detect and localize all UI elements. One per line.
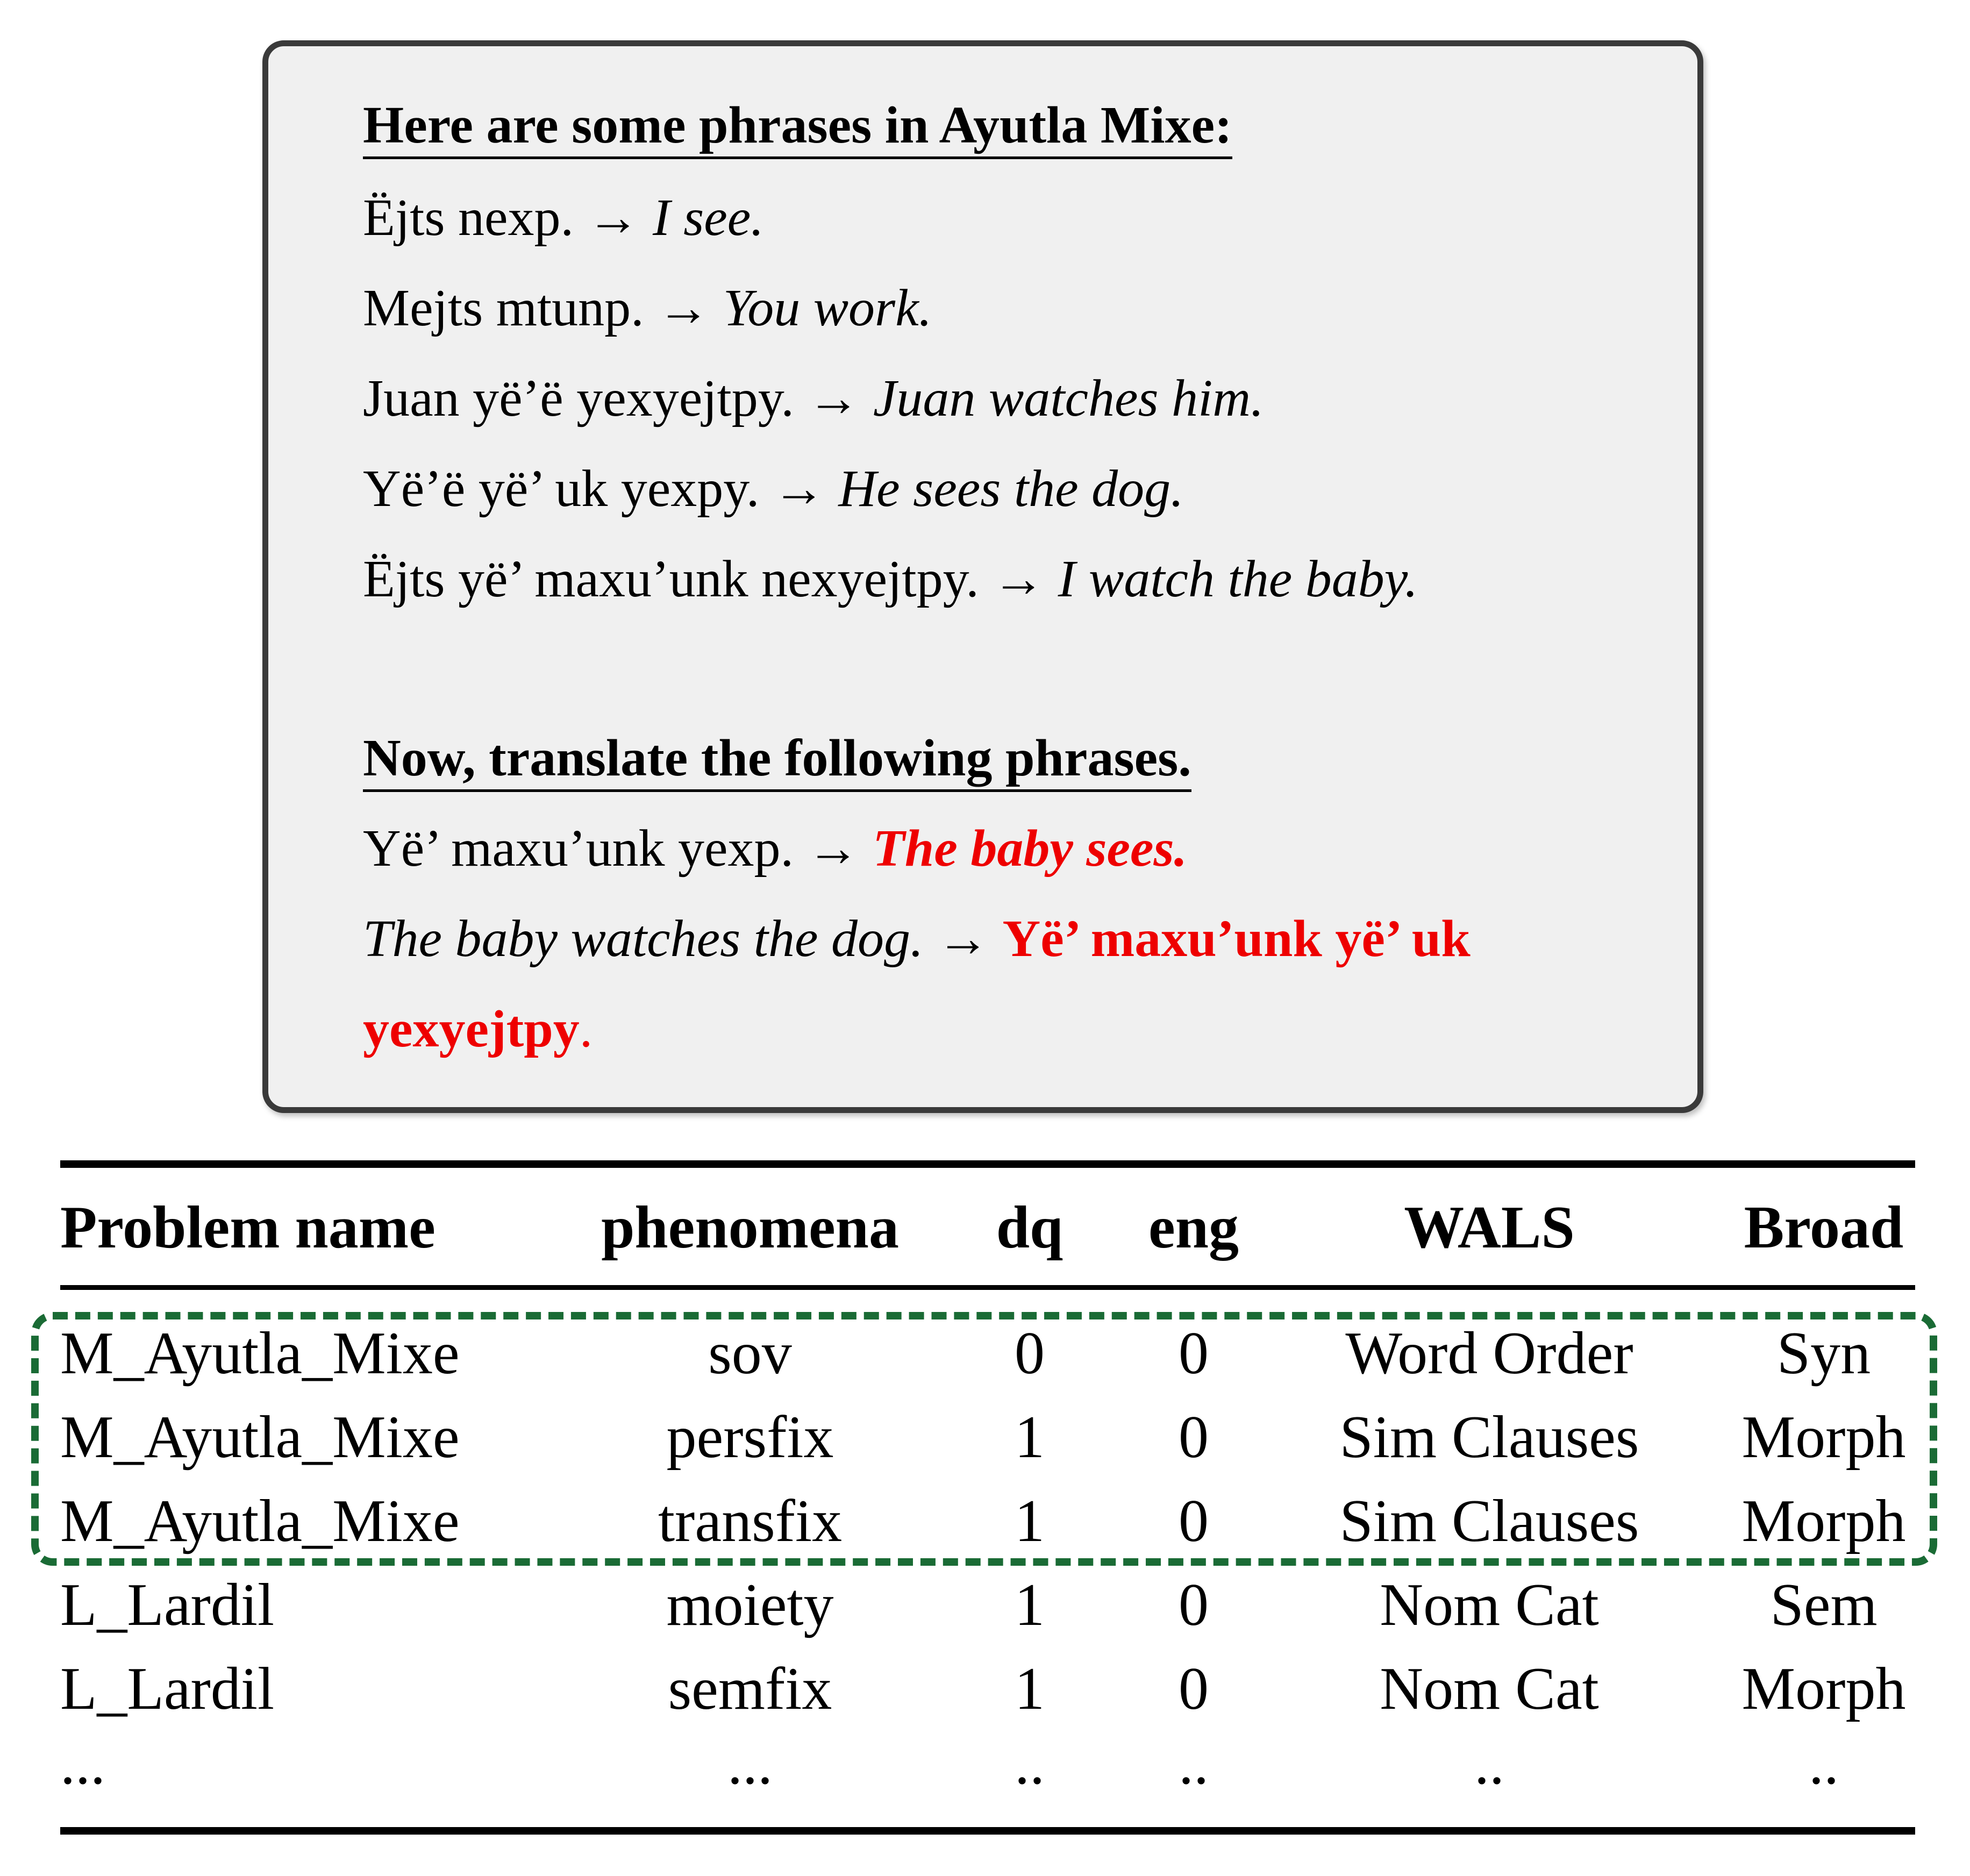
example-source: Juan yë’ë yexyejtpy. (363, 369, 794, 427)
example-line: Ëjts nexp. → I see. (363, 186, 764, 250)
header-phenomena: phenomena (601, 1194, 899, 1261)
table-cell: persfix (666, 1404, 834, 1471)
example-line: Mejts mtunp. → You work. (363, 276, 932, 340)
table-cell: moiety (666, 1572, 834, 1638)
arrow: → (806, 819, 860, 878)
table-cell: ... (60, 1730, 105, 1797)
answer-line: Yë’ maxu’unk yexp. → The baby sees. (363, 816, 1187, 881)
arrow: → (587, 189, 640, 247)
table-cell: 0 (1179, 1572, 1209, 1638)
header-eng: eng (1148, 1194, 1239, 1261)
table-cell: 1 (1015, 1656, 1045, 1722)
table-cell: transfix (658, 1488, 843, 1554)
table-cell: L_Lardil (60, 1572, 275, 1638)
table-cell: 0 (1015, 1320, 1045, 1387)
table-cell: Morph (1741, 1404, 1906, 1471)
table-cell: semfix (668, 1656, 832, 1722)
answer-target: Yë’ maxu’unk yë’ uk (1002, 910, 1471, 968)
table-cell: M_Ayutla_Mixe (60, 1320, 460, 1387)
answer-target: The baby sees. (873, 819, 1188, 878)
header-wals: WALS (1404, 1194, 1575, 1261)
example-source: Mejts mtunp. (363, 279, 644, 337)
table-cell: Word Order (1345, 1320, 1633, 1387)
table-cell: Sim Clauses (1339, 1404, 1639, 1471)
table-cell: 0 (1179, 1404, 1209, 1471)
table-mid-rule (60, 1285, 1915, 1290)
answer-line: The baby watches the dog. → Yë’ maxu’unk… (363, 907, 1471, 971)
example-target: I watch the baby. (1058, 550, 1418, 608)
answer-period: . (579, 1000, 593, 1058)
answer-target: yexyejtpy (363, 1000, 580, 1058)
header-problem-name: Problem name (60, 1194, 436, 1261)
prompt-box (262, 40, 1703, 1113)
table-cell: Nom Cat (1380, 1656, 1599, 1722)
table-cell: L_Lardil (60, 1656, 275, 1722)
translate-heading: Now, translate the following phrases. (363, 726, 1191, 792)
table-cell: Syn (1776, 1320, 1871, 1387)
header-broad: Broad (1744, 1194, 1904, 1261)
example-target: He sees the dog. (838, 460, 1184, 518)
table-cell: 0 (1179, 1488, 1209, 1554)
table-cell: Nom Cat (1380, 1572, 1599, 1638)
example-source: Yë’ë yë’ uk yexpy. (363, 460, 760, 518)
arrow: → (657, 279, 710, 337)
arrow: → (772, 460, 825, 518)
table-cell: Sem (1770, 1572, 1878, 1638)
table-cell: Sim Clauses (1339, 1488, 1639, 1554)
table-cell: 1 (1015, 1572, 1045, 1638)
arrow: → (807, 369, 860, 427)
example-target: I see. (652, 189, 764, 247)
table-bottom-rule (60, 1827, 1915, 1835)
table-cell: M_Ayutla_Mixe (60, 1488, 460, 1554)
table-top-rule (60, 1160, 1915, 1168)
arrow: → (992, 550, 1045, 608)
answer-source: Yë’ maxu’unk yexp. (363, 819, 794, 878)
table-cell: .. (1179, 1730, 1209, 1797)
answer-source: The baby watches the dog. (363, 910, 924, 968)
arrow: → (936, 910, 989, 968)
table-cell: 1 (1015, 1404, 1045, 1471)
example-target: Juan watches him. (873, 369, 1264, 427)
example-line: Ëjts yë’ maxu’unk nexyejtpy. → I watch t… (363, 547, 1418, 611)
table-cell: 1 (1015, 1488, 1045, 1554)
table-cell: Morph (1741, 1656, 1906, 1722)
table-cell: .. (1015, 1730, 1045, 1797)
table-cell: 0 (1179, 1320, 1209, 1387)
table-cell: sov (708, 1320, 792, 1387)
example-line: Juan yë’ë yexyejtpy. → Juan watches him. (363, 366, 1264, 431)
example-source: Ëjts nexp. (363, 189, 574, 247)
table-cell: ... (727, 1730, 773, 1797)
table-cell: Morph (1741, 1488, 1906, 1554)
table-cell: .. (1474, 1730, 1504, 1797)
prompt-heading: Here are some phrases in Ayutla Mixe: (363, 93, 1232, 159)
example-line: Yë’ë yë’ uk yexpy. → He sees the dog. (363, 456, 1184, 521)
example-source: Ëjts yë’ maxu’unk nexyejtpy. (363, 550, 979, 608)
example-target: You work. (723, 279, 932, 337)
table-cell: 0 (1179, 1656, 1209, 1722)
header-dq: dq (996, 1194, 1063, 1261)
table-cell: M_Ayutla_Mixe (60, 1404, 460, 1471)
table-cell: .. (1809, 1730, 1839, 1797)
highlight-box (31, 1312, 1937, 1566)
answer-line-continued: yexyejtpy. (363, 997, 593, 1061)
